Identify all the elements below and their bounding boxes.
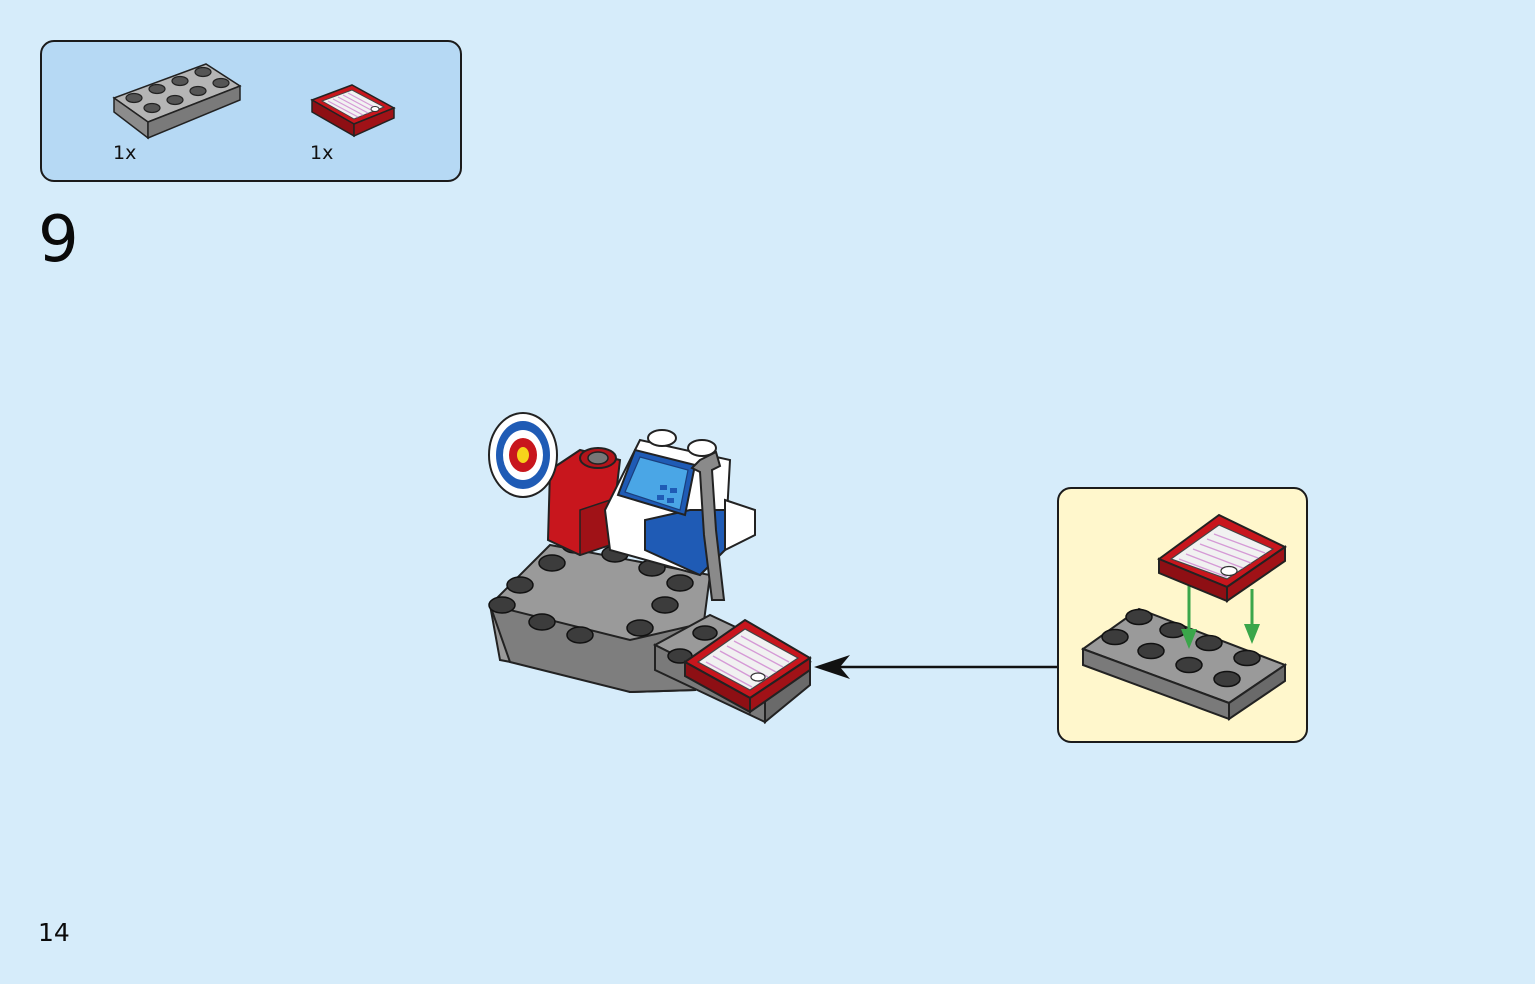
gray-plate-2x4 <box>1080 607 1288 721</box>
placed-red-tile <box>683 618 812 714</box>
red-printed-tile <box>1156 513 1287 603</box>
page-number: 14 <box>38 918 70 947</box>
step-number: 9 <box>38 203 79 277</box>
sub-assembly-illustration <box>1080 513 1288 721</box>
main-model-illustration <box>488 412 812 725</box>
wrench-icon <box>690 450 726 601</box>
gray-plate-icon <box>112 63 242 140</box>
parts-callout: 1x 1x <box>40 40 462 182</box>
red-printed-tile-icon <box>310 84 396 138</box>
target-icon <box>488 412 558 498</box>
plate-quantity: 1x <box>113 142 137 164</box>
tile-quantity: 1x <box>310 142 334 164</box>
placement-arrow-icon <box>1181 584 1260 649</box>
assembly-arrow-icon <box>814 655 1058 679</box>
sub-assembly-callout <box>1057 487 1308 743</box>
computer-terminal <box>603 429 756 577</box>
